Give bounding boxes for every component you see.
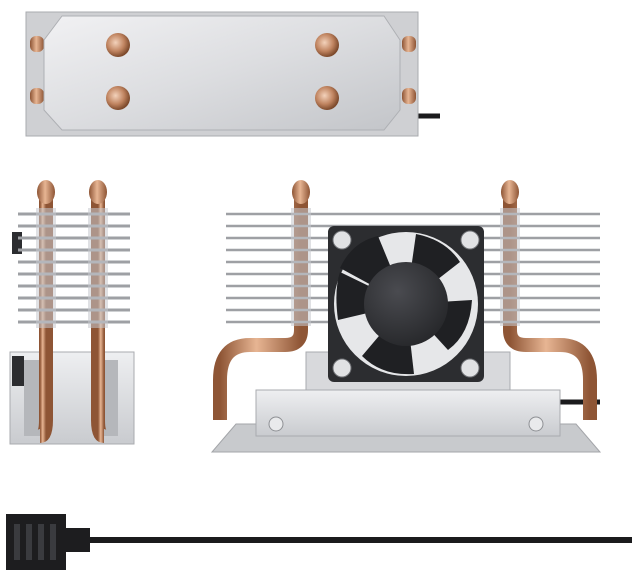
side-view bbox=[9, 180, 135, 445]
fin-collar bbox=[88, 208, 108, 328]
fan-hub bbox=[364, 262, 448, 346]
fan bbox=[328, 226, 484, 382]
connector-pin bbox=[50, 524, 56, 560]
clip bbox=[12, 232, 22, 254]
heatpipe-stub bbox=[402, 88, 416, 104]
heatpipe-stub bbox=[30, 88, 44, 104]
top-view bbox=[25, 11, 440, 137]
heatpipe-tip bbox=[37, 180, 55, 204]
heatpipe bbox=[213, 196, 308, 420]
heatpipe-stub bbox=[402, 36, 416, 52]
screw-icon bbox=[332, 358, 352, 378]
connector-neck bbox=[66, 528, 90, 552]
screw-icon bbox=[315, 33, 339, 57]
heatpipe bbox=[37, 196, 53, 443]
connector-pin bbox=[38, 524, 44, 560]
connector-pin bbox=[26, 524, 32, 560]
fin-stack bbox=[18, 212, 130, 324]
heatpipe-stub bbox=[30, 36, 44, 52]
front-view bbox=[210, 180, 602, 453]
mount-plate bbox=[255, 389, 561, 437]
heatpipe bbox=[91, 196, 107, 443]
fin-collar bbox=[36, 208, 56, 328]
clip bbox=[12, 356, 24, 386]
heatpipe-tip bbox=[89, 180, 107, 204]
screw-icon bbox=[528, 416, 544, 432]
screw-icon bbox=[460, 230, 480, 250]
fin-collar bbox=[291, 208, 311, 326]
heatpipe bbox=[503, 196, 597, 420]
heatpipe-tip bbox=[292, 180, 310, 204]
cable-view bbox=[6, 514, 632, 570]
screw-icon bbox=[460, 358, 480, 378]
screw-icon bbox=[106, 86, 130, 110]
heatpipe-tip bbox=[501, 180, 519, 204]
screw-icon bbox=[332, 230, 352, 250]
top-plate bbox=[43, 15, 401, 131]
screw-icon bbox=[106, 33, 130, 57]
fin-collar bbox=[500, 208, 520, 326]
screw-icon bbox=[315, 86, 339, 110]
screw-icon bbox=[268, 416, 284, 432]
connector-pin bbox=[14, 524, 20, 560]
